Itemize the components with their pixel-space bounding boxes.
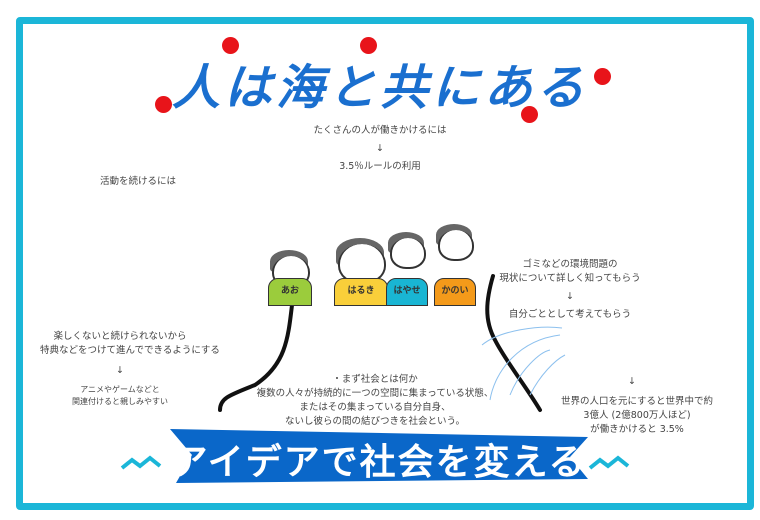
note-line: アニメやゲームなどと [80, 385, 160, 394]
red-dot [360, 37, 377, 54]
right-top-note: ゴミなどの環境問題の 現状について詳しく知ってもらう ↓ 自分ごととして考えても… [480, 258, 660, 322]
slogan-banner: アイデアで社会を変える [170, 425, 588, 485]
note-line: 特典などをつけて進んでできるようにする [40, 345, 220, 356]
note-line: たくさんの人が働きかけるには [313, 125, 447, 136]
kid-head [390, 238, 426, 269]
kids-illustration: あお はるき はやせ かのい [268, 224, 478, 306]
kid-shirt: あお [268, 278, 312, 306]
kid-head [338, 244, 386, 285]
red-dot [222, 37, 239, 54]
note-line: 自分ごととして考えてもらう [508, 309, 632, 320]
banner-text: アイデアで社会を変える [171, 442, 587, 483]
note-line: 3億人 (2億800万人ほど) [583, 410, 691, 421]
red-dot [521, 106, 538, 123]
note-line: ・まず社会とは何か [332, 374, 418, 385]
wave-right-icon [588, 455, 630, 470]
note-line: 関連付けると親しみやすい [72, 397, 168, 406]
kid-shirt: かのい [434, 278, 476, 306]
note-line: 複数の人々が持続的に一つの空間に集まっている状態、 [256, 388, 494, 399]
page-title: 人は海と共にある [171, 60, 588, 116]
left-bottom-note: 楽しくないと続けられないから 特典などをつけて進んでできるようにする ↓ アニメ… [40, 330, 220, 408]
note-line: 楽しくないと続けられないから [53, 331, 187, 342]
center-top-note: たくさんの人が働きかけるには ↓ 3.5％ルールの利用 [280, 122, 480, 176]
kid-character: はるき [334, 238, 390, 306]
red-dot [594, 68, 611, 85]
kid-character: かのい [434, 224, 478, 306]
red-dot [155, 96, 172, 113]
page-frame [16, 17, 754, 510]
note-line: が働きかけると 3.5% [590, 424, 684, 435]
kid-character: あお [268, 250, 314, 306]
note-line: ゴミなどの環境問題の [522, 259, 618, 270]
note-line: またはその集まっている自分自身、 [299, 402, 451, 413]
down-arrow: ↓ [628, 376, 636, 387]
left-branch-line [218, 303, 294, 412]
note-line: 現状について詳しく知ってもらう [499, 273, 641, 284]
kid-shirt: はるき [334, 278, 388, 306]
kid-shirt: はやせ [386, 278, 428, 306]
center-bottom-note: ・まず社会とは何か 複数の人々が持続的に一つの空間に集まっている状態、 またはそ… [250, 373, 500, 429]
ribbon-shape [170, 429, 588, 483]
kid-character: はやせ [386, 232, 430, 306]
down-arrow: ↓ [116, 365, 124, 376]
down-arrow: ↓ [376, 143, 384, 154]
note-line: 世界の人口を元にすると世界中で約 [560, 396, 714, 407]
light-blue-scribble [481, 326, 566, 401]
note-line: ないし彼らの間の結びつきを社会という。 [285, 416, 465, 427]
right-bottom-note: ↓ 世界の人口を元にすると世界中で約 3億人 (2億800万人ほど) が働きかけ… [552, 375, 722, 437]
down-arrow: ↓ [566, 291, 574, 302]
kid-head [438, 230, 474, 261]
wave-left-icon [120, 455, 162, 470]
left-top-label: 活動を続けるには [100, 176, 177, 187]
right-branch-line [485, 274, 542, 412]
note-line: 3.5％ルールの利用 [339, 161, 421, 172]
